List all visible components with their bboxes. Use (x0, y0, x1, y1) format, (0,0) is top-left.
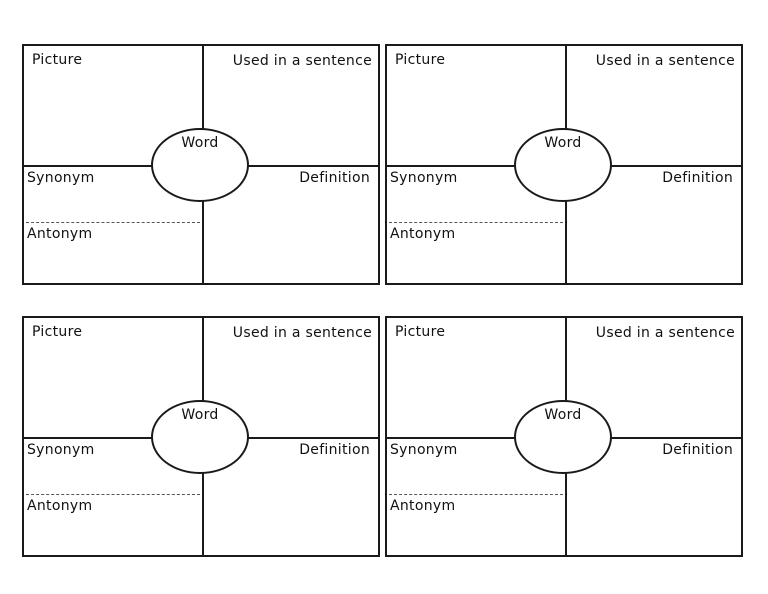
vocab-card-2: Word Picture Used in a sentence Synonym … (385, 44, 743, 285)
picture-label: Picture (395, 324, 446, 340)
word-oval (151, 400, 249, 474)
picture-label: Picture (395, 52, 446, 68)
vocab-card-3: Word Picture Used in a sentence Synonym … (22, 316, 380, 557)
dashed-divider (26, 222, 200, 223)
antonym-label: Antonym (390, 498, 456, 514)
sentence-label: Used in a sentence (232, 53, 372, 69)
vocab-card-4: Word Picture Used in a sentence Synonym … (385, 316, 743, 557)
dashed-divider (389, 494, 563, 495)
picture-label: Picture (32, 52, 83, 68)
sentence-label: Used in a sentence (232, 325, 372, 341)
word-label: Word (544, 135, 582, 151)
definition-label: Definition (662, 170, 733, 186)
word-label: Word (181, 407, 219, 423)
sentence-label: Used in a sentence (595, 53, 735, 69)
synonym-label: Synonym (27, 442, 95, 458)
word-oval (151, 128, 249, 202)
synonym-label: Synonym (27, 170, 95, 186)
antonym-label: Antonym (27, 226, 93, 242)
antonym-label: Antonym (390, 226, 456, 242)
dashed-divider (389, 222, 563, 223)
sentence-label: Used in a sentence (595, 325, 735, 341)
word-oval (514, 128, 612, 202)
word-label: Word (181, 135, 219, 151)
word-oval (514, 400, 612, 474)
dashed-divider (26, 494, 200, 495)
vocab-card-1: Word Picture Used in a sentence Synonym … (22, 44, 380, 285)
definition-label: Definition (299, 442, 370, 458)
synonym-label: Synonym (390, 170, 458, 186)
word-label: Word (544, 407, 582, 423)
antonym-label: Antonym (27, 498, 93, 514)
synonym-label: Synonym (390, 442, 458, 458)
definition-label: Definition (299, 170, 370, 186)
picture-label: Picture (32, 324, 83, 340)
definition-label: Definition (662, 442, 733, 458)
